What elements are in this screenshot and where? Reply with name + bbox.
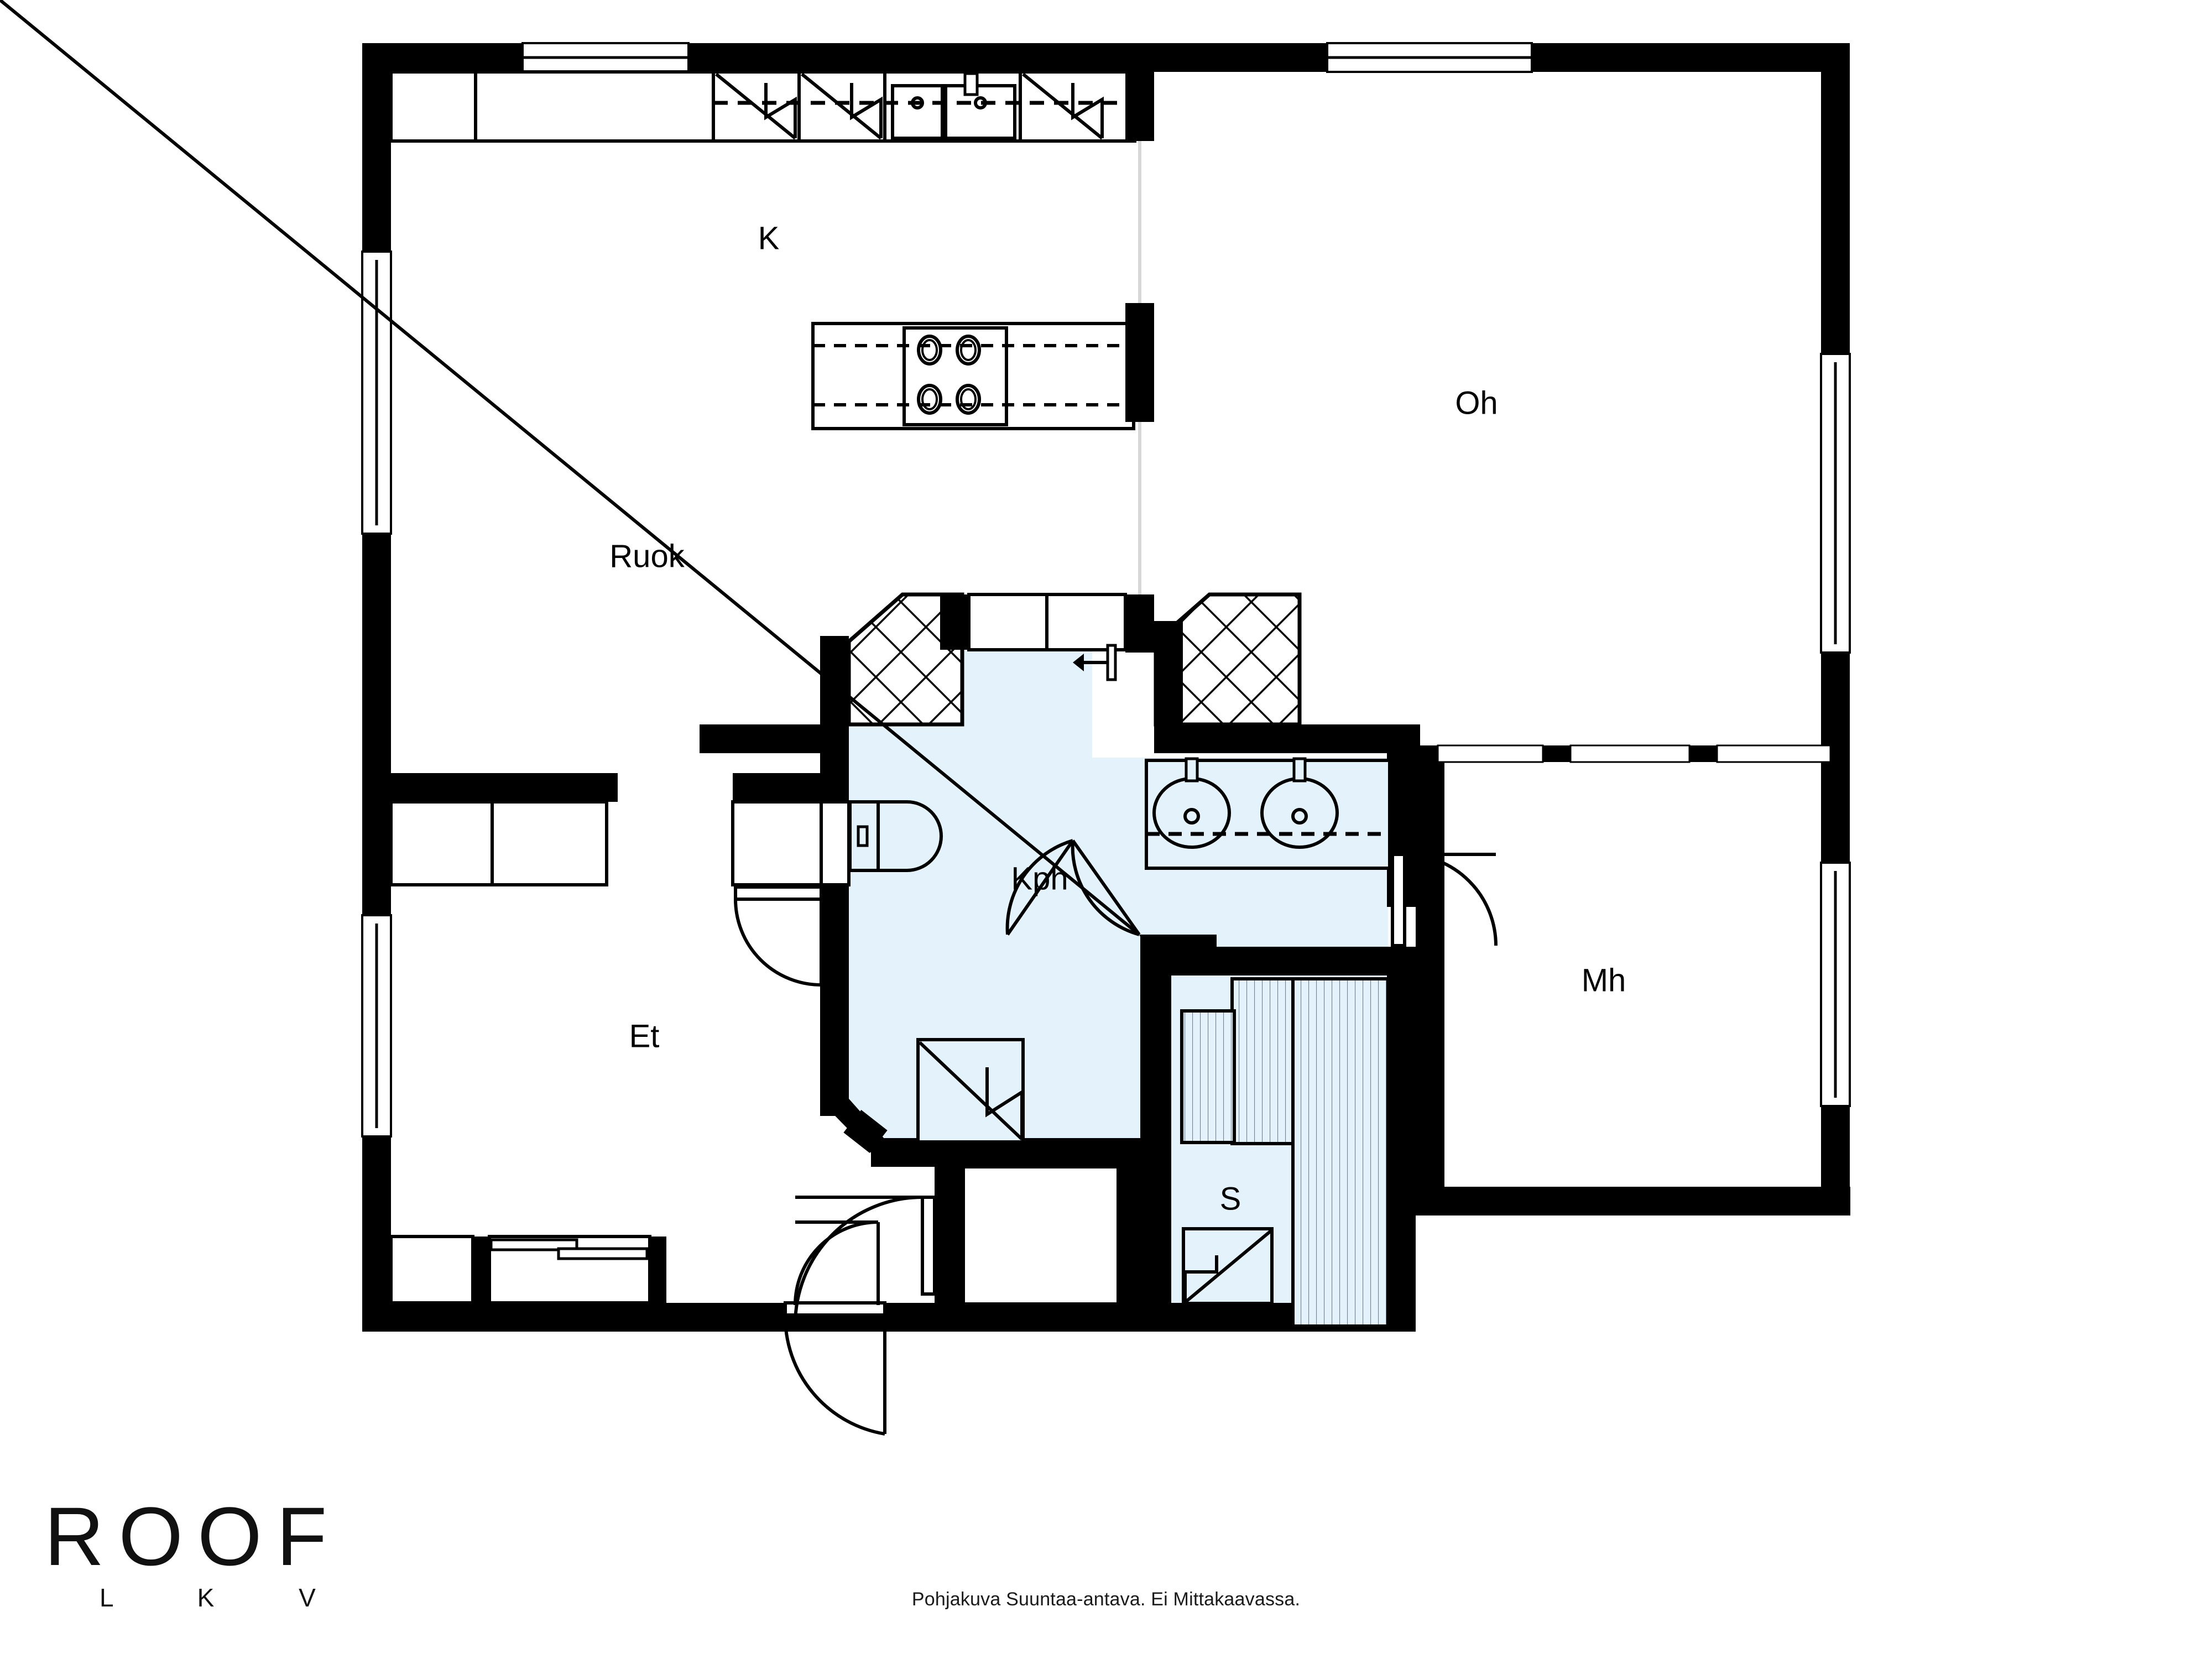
- shower-head: [1073, 644, 1117, 681]
- window-top-right: [1326, 42, 1533, 73]
- door-mh: [1391, 853, 1498, 947]
- room-labels: K Ruok Oh Et Kph Mh S: [609, 220, 1626, 1217]
- kph-fixtures: [848, 644, 1391, 1144]
- windows: [361, 42, 1851, 1138]
- door-kph-sauna: [0, 0, 1141, 936]
- kph-corner-chamfer: [820, 1089, 885, 1167]
- sauna-bench-upper: [1291, 977, 1390, 1328]
- window-top-left: [521, 42, 690, 73]
- storage-below-kph: [962, 1165, 1120, 1306]
- room-label-k: K: [758, 220, 780, 256]
- entrance-walls: [391, 773, 849, 802]
- brand-name: ROOF: [44, 1493, 341, 1583]
- room-label-kph: Kph: [1011, 860, 1068, 896]
- window-left-upper: [361, 251, 392, 535]
- door-entrance-inner: [794, 1196, 936, 1325]
- living-bedroom-walls: [1387, 724, 1850, 1193]
- washbasins: [1145, 757, 1391, 870]
- toilet: [848, 800, 943, 872]
- appliance-zigzag-1: [715, 72, 797, 140]
- sauna-bench-lower: [1180, 1009, 1236, 1144]
- room-label-et: Et: [629, 1018, 660, 1054]
- kitchen-sink-double: [891, 72, 1016, 140]
- door-entrance-outer: [783, 1301, 886, 1436]
- kitchen-island-cooktop: [811, 322, 1135, 430]
- sauna-fixtures: [1180, 977, 1390, 1328]
- closet-mid: [731, 800, 823, 886]
- closets-bottom-left: [389, 1235, 666, 1305]
- brand-logo: ROOF L K V: [44, 1493, 354, 1612]
- sauna-bench-mid: [1230, 977, 1295, 1145]
- door-kph-et: [734, 885, 823, 987]
- disclaimer-note: Pohjakuva Suuntaa-antava. Ei Mittakaavas…: [911, 1589, 1301, 1610]
- door-kph-inner: [1005, 839, 1074, 936]
- sauna-stove-zigzag: [1182, 1227, 1274, 1305]
- doors: [0, 0, 1498, 1436]
- window-left-lower: [361, 914, 392, 1138]
- kitchen-counter: [389, 70, 1136, 143]
- appliance-zigzag-2: [801, 72, 883, 140]
- cabinet-above-kph: [967, 593, 1127, 651]
- window-right-upper: [1820, 353, 1851, 654]
- room-label-mh: Mh: [1582, 962, 1626, 998]
- brand-subtitle: L K V: [100, 1583, 354, 1612]
- cooktop-burners: [917, 335, 981, 415]
- window-right-lower: [1820, 862, 1851, 1107]
- room-label-oh: Oh: [1455, 385, 1498, 421]
- partition-kitchen-living: [1125, 72, 1154, 653]
- kph-sauna-diagonal-wall: [1139, 935, 1217, 962]
- washing-machine-zigzag: [916, 1038, 1025, 1144]
- room-label-s: S: [1220, 1181, 1241, 1217]
- room-label-ruok: Ruok: [609, 538, 685, 574]
- appliance-zigzag-3: [1022, 72, 1104, 140]
